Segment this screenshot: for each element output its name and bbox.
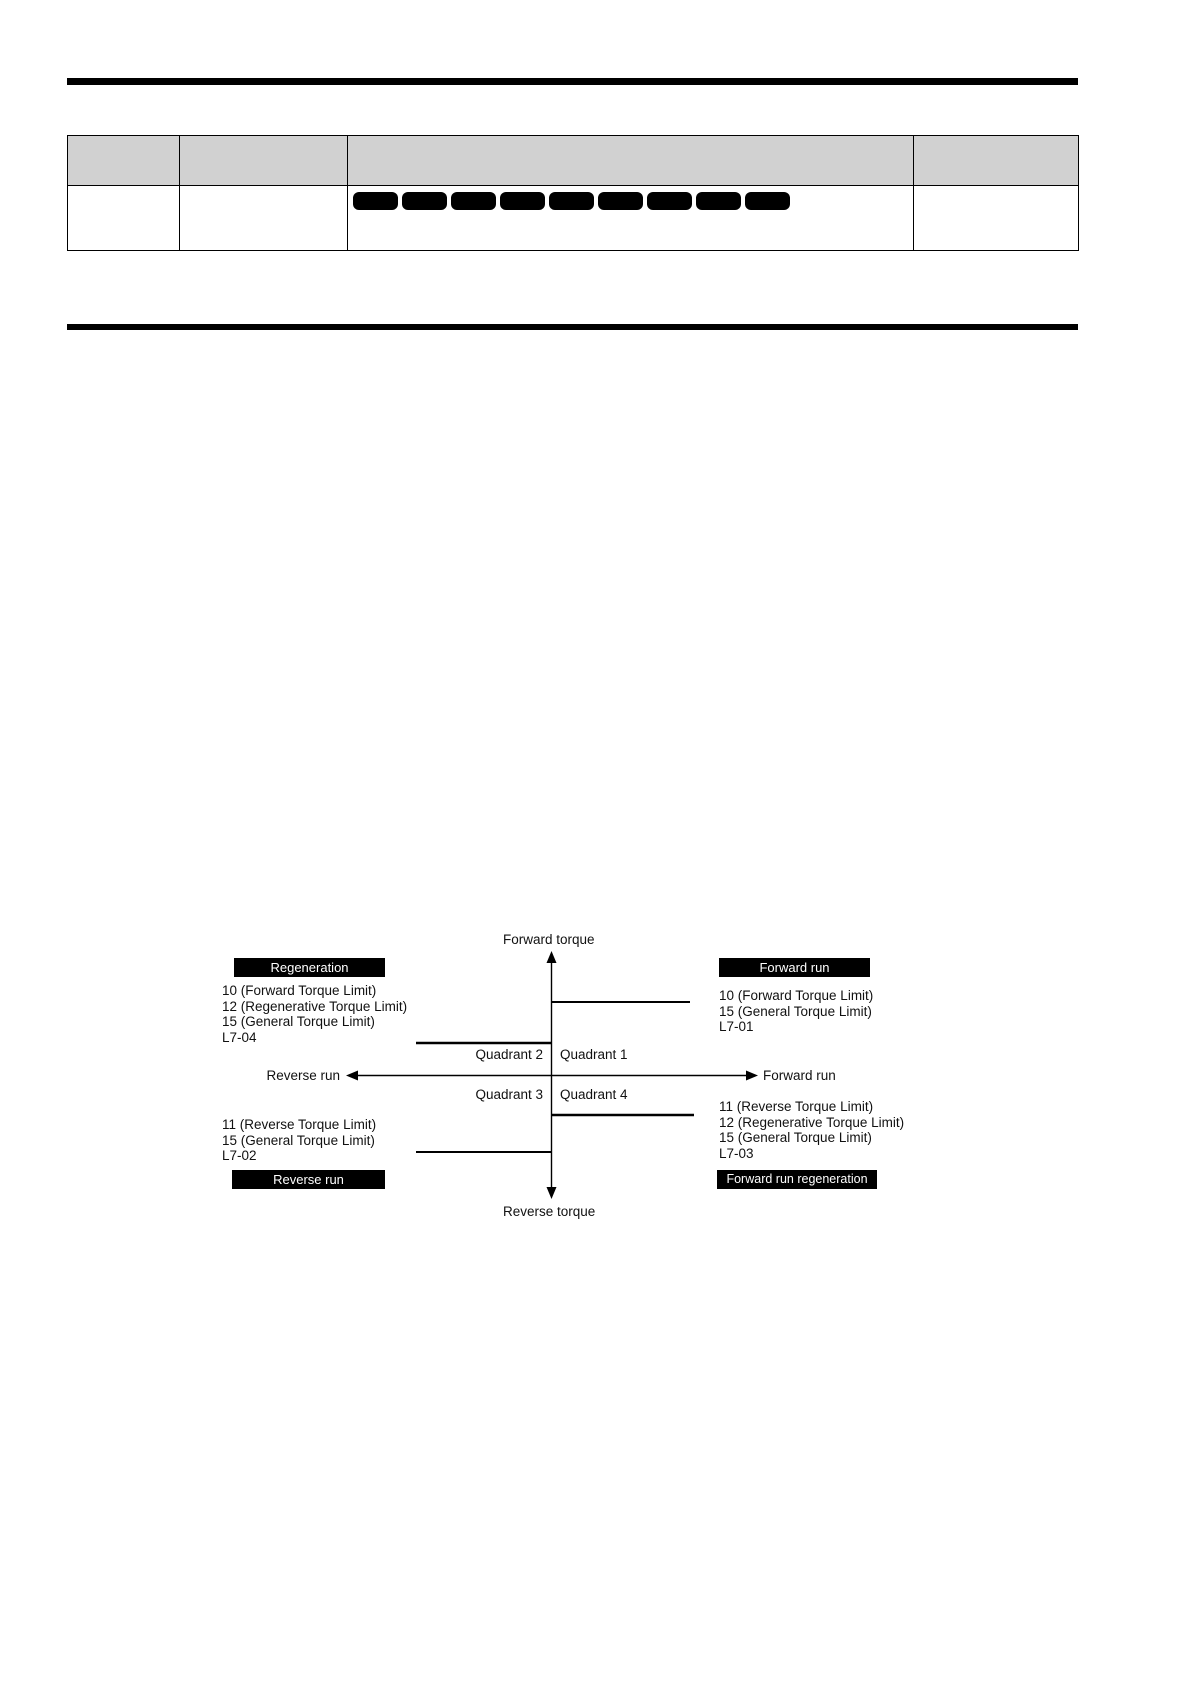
redacted-text-pill <box>451 192 496 210</box>
axis-up-arrowhead <box>546 951 557 963</box>
forward-run-box: Forward run <box>719 958 870 977</box>
parameter-line: 10 (Forward Torque Limit) <box>719 988 874 1003</box>
axis-down-arrowhead <box>546 1187 557 1199</box>
table-cell <box>913 185 1079 251</box>
parameter-line: 15 (General Torque Limit) <box>719 1130 872 1146</box>
redacted-text-pill <box>696 192 741 210</box>
axis-left-arrowhead <box>346 1070 358 1081</box>
redacted-text-pill <box>745 192 790 210</box>
parameter-table <box>67 135 1079 251</box>
quadrant-2-parameter-block: 10 (Forward Torque Limit) 12 (Regenerati… <box>222 983 407 1046</box>
quadrant-1-parameter-block: 10 (Forward Torque Limit) 15 (General To… <box>719 988 873 1035</box>
parameter-line: L7-01 <box>719 1019 754 1035</box>
quadrant-1-label: Quadrant 1 <box>560 1047 628 1062</box>
parameter-line: L7-04 <box>222 1030 257 1046</box>
parameter-line: 15 (General Torque Limit) <box>222 1132 375 1148</box>
parameter-line: 10 (Forward Torque Limit) <box>222 983 377 998</box>
axis-right-arrowhead <box>746 1070 758 1081</box>
parameter-line: 11 (Reverse Torque Limit) <box>222 1117 377 1132</box>
table-header-cell <box>347 135 914 186</box>
table-row <box>67 185 1079 251</box>
parameter-line: L7-02 <box>222 1148 257 1164</box>
quadrant-4-parameter-block: 11 (Reverse Torque Limit) 12 (Regenerati… <box>719 1099 904 1162</box>
parameter-line: 12 (Regenerative Torque Limit) <box>222 998 408 1014</box>
redacted-text-pill <box>500 192 545 210</box>
table-header-row <box>67 135 1079 186</box>
redacted-text-pill <box>353 192 398 210</box>
parameter-line: 15 (General Torque Limit) <box>222 1014 375 1030</box>
quadrant-4-label: Quadrant 4 <box>560 1087 628 1102</box>
redacted-text-pill <box>402 192 447 210</box>
quadrant-3-parameter-block: 11 (Reverse Torque Limit) 15 (General To… <box>222 1117 376 1164</box>
forward-run-axis-label: Forward run <box>763 1068 836 1083</box>
top-horizontal-rule <box>67 78 1078 85</box>
table-cell <box>67 185 180 251</box>
regeneration-box: Regeneration <box>234 958 385 977</box>
forward-run-regeneration-box: Forward run regeneration <box>717 1170 877 1189</box>
redacted-text-pill <box>647 192 692 210</box>
parameter-line: 11 (Reverse Torque Limit) <box>719 1099 874 1114</box>
redacted-text-pill <box>598 192 643 210</box>
redacted-text-pill <box>549 192 594 210</box>
parameter-line: 15 (General Torque Limit) <box>719 1003 872 1019</box>
forward-torque-label: Forward torque <box>503 932 595 947</box>
table-cell <box>179 185 348 251</box>
table-header-cell <box>67 135 180 186</box>
table-header-cell <box>179 135 348 186</box>
reverse-torque-label: Reverse torque <box>503 1204 596 1219</box>
table-cell-redacted <box>347 185 914 251</box>
parameter-line: 12 (Regenerative Torque Limit) <box>719 1114 905 1130</box>
parameter-line: L7-03 <box>719 1146 754 1162</box>
reverse-run-box: Reverse run <box>232 1170 385 1189</box>
section-divider-rule <box>67 324 1078 330</box>
reverse-run-axis-label: Reverse run <box>266 1068 340 1083</box>
quadrant-3-label: Quadrant 3 <box>475 1087 543 1102</box>
quadrant-2-label: Quadrant 2 <box>475 1047 543 1062</box>
redacted-text-row <box>348 186 913 210</box>
table-header-cell <box>913 135 1079 186</box>
